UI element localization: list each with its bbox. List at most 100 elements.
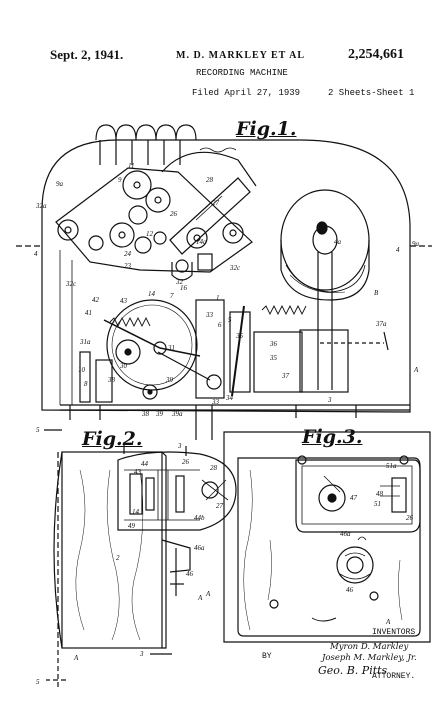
inventors-label: INVENTORS	[372, 628, 416, 637]
svg-text:3: 3	[327, 396, 332, 404]
sheet-count: 2 Sheets-Sheet 1	[328, 88, 415, 98]
svg-text:3: 3	[139, 650, 144, 658]
svg-text:A: A	[197, 594, 203, 602]
svg-text:46: 46	[346, 586, 354, 594]
patent-date: Sept. 2, 1941.	[50, 47, 124, 62]
svg-text:46a: 46a	[194, 544, 205, 552]
svg-text:4: 4	[396, 246, 400, 254]
svg-text:2: 2	[116, 554, 120, 562]
fig1-housing	[41, 139, 411, 413]
svg-text:11: 11	[128, 162, 134, 170]
svg-text:4: 4	[34, 250, 38, 258]
patent-number: 2,254,661	[348, 47, 404, 62]
svg-text:12: 12	[146, 230, 154, 238]
attorney-signature: Geo. B. Pitts	[318, 664, 388, 677]
svg-text:38: 38	[107, 376, 116, 384]
svg-text:26: 26	[406, 514, 414, 522]
inventors-header: M. D. MARKLEY ET AL	[176, 50, 306, 61]
svg-text:14a: 14a	[196, 238, 207, 246]
svg-text:31a: 31a	[79, 338, 91, 346]
fig2-label: Fig.2.	[82, 428, 143, 450]
svg-text:31: 31	[167, 344, 175, 352]
inventor-1: Myron D. Markley	[330, 642, 409, 652]
svg-text:9a: 9a	[56, 180, 64, 188]
svg-text:23: 23	[124, 262, 132, 270]
svg-text:26: 26	[170, 210, 178, 218]
svg-text:46: 46	[186, 570, 194, 578]
svg-text:51: 51	[374, 500, 381, 508]
svg-text:34: 34	[225, 394, 234, 402]
svg-text:49: 49	[128, 522, 136, 530]
svg-text:42: 42	[92, 296, 100, 304]
filed-date: Filed April 27, 1939	[192, 88, 301, 98]
svg-text:48: 48	[376, 490, 384, 498]
svg-text:28: 28	[210, 464, 218, 472]
svg-text:35: 35	[269, 354, 278, 362]
svg-text:4a: 4a	[334, 238, 342, 246]
svg-text:16: 16	[180, 284, 188, 292]
svg-text:27: 27	[216, 502, 224, 510]
svg-text:24: 24	[124, 250, 132, 258]
svg-text:27: 27	[212, 199, 220, 207]
fig2-numerals: 3 44 43 26 28 14 27 49 44b 46a 46 2 A 3 …	[36, 442, 224, 686]
svg-text:30: 30	[119, 362, 128, 370]
svg-text:39a: 39a	[171, 410, 183, 418]
fig1-label: Fig.1.	[236, 118, 297, 140]
svg-text:9: 9	[118, 176, 122, 184]
fig3-outer-board	[223, 431, 431, 643]
fig1-numerals: 9a 11 28 27 32a 4 9 26 12 14a 24 23 4a B…	[34, 162, 420, 434]
svg-text:7: 7	[170, 292, 174, 300]
fig2-motor-housing	[117, 451, 237, 531]
svg-text:37: 37	[281, 372, 290, 380]
svg-text:37a: 37a	[375, 320, 387, 328]
fig3-wood-grain	[243, 469, 403, 631]
fig3-numerals: 51a 47 48 51 26 46a 46 A A	[205, 462, 414, 626]
svg-text:A: A	[413, 366, 419, 374]
svg-text:14: 14	[148, 290, 156, 298]
svg-text:39: 39	[155, 410, 164, 418]
svg-text:43: 43	[120, 297, 128, 305]
svg-text:9a: 9a	[412, 240, 420, 248]
svg-text:8: 8	[84, 380, 88, 388]
svg-text:32c: 32c	[65, 280, 77, 288]
svg-text:44b: 44b	[194, 514, 205, 522]
svg-text:32c: 32c	[229, 264, 241, 272]
svg-text:14: 14	[132, 508, 140, 516]
cooling-fins	[95, 124, 197, 165]
svg-text:33: 33	[205, 311, 214, 319]
fig2-wood-grain	[75, 469, 144, 641]
patent-title: RECORDING MACHINE	[196, 68, 288, 78]
svg-text:44: 44	[141, 460, 149, 468]
svg-text:33: 33	[211, 398, 220, 406]
svg-text:3: 3	[177, 442, 182, 450]
svg-text:A: A	[73, 654, 79, 662]
svg-text:36: 36	[269, 340, 278, 348]
svg-text:6: 6	[218, 321, 222, 329]
svg-text:B: B	[374, 289, 379, 297]
svg-text:38: 38	[141, 410, 150, 418]
fig2-housing	[61, 451, 163, 649]
svg-text:41: 41	[85, 309, 92, 317]
spring-1	[109, 316, 151, 328]
svg-text:10: 10	[78, 366, 86, 374]
spring-2	[261, 304, 307, 316]
svg-text:43: 43	[134, 468, 142, 476]
inventor-2: Joseph M. Markley, Jr.	[322, 653, 417, 663]
svg-text:51a: 51a	[386, 462, 397, 470]
gear-plate	[55, 167, 253, 273]
svg-text:A: A	[205, 590, 211, 598]
attorney-label: ATTORNEY.	[372, 672, 416, 681]
svg-text:5: 5	[36, 426, 40, 434]
svg-text:5: 5	[36, 678, 40, 686]
fig3-casing	[237, 457, 421, 637]
recording-arm	[161, 147, 257, 255]
svg-text:32: 32	[175, 278, 184, 286]
svg-text:1: 1	[216, 294, 220, 302]
svg-text:32a: 32a	[35, 202, 47, 210]
svg-text:39: 39	[165, 376, 174, 384]
svg-text:A: A	[385, 618, 391, 626]
spool-reel	[280, 189, 370, 301]
